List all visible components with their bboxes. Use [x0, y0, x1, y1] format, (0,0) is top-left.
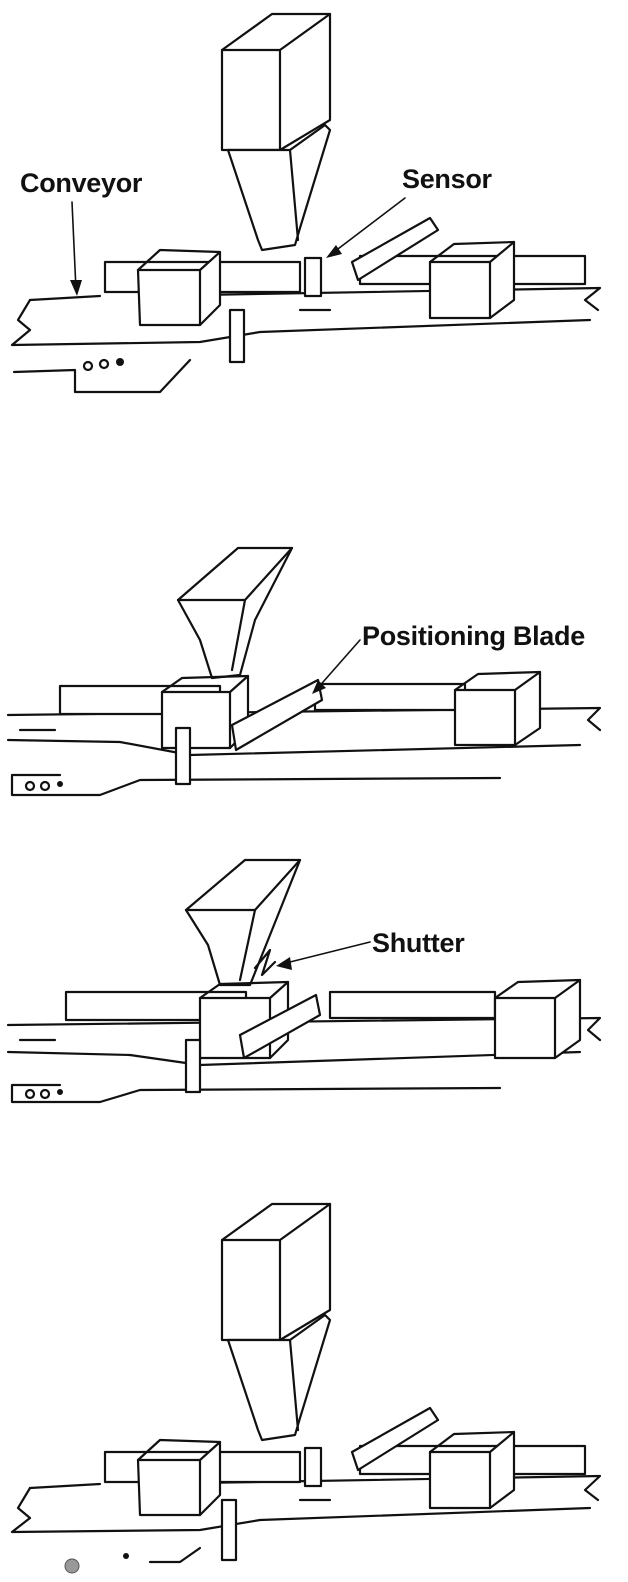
stop-post [228, 308, 246, 364]
pointer-positioning-blade [315, 639, 361, 691]
panel-2: Positioning Blade [6, 546, 602, 797]
panel-3: Shutter [6, 858, 602, 1104]
conveyor-top-edge [28, 1474, 602, 1502]
label-conveyor: Conveyor [20, 168, 143, 198]
panel-4 [10, 1202, 602, 1574]
hopper-funnel [226, 123, 332, 252]
conveyor-front-edge [10, 1486, 592, 1534]
stop-post [184, 1038, 202, 1094]
hopper-funnel [226, 1313, 332, 1442]
bracket-hole [82, 360, 94, 372]
pointer-conveyor [71, 201, 77, 291]
positioning-blade [350, 216, 440, 282]
hopper-box [220, 12, 332, 152]
pointer-sensor [329, 197, 406, 256]
bracket-hole [116, 358, 124, 366]
conveyor-front-edge [6, 738, 582, 757]
positioning-blade [350, 1406, 440, 1472]
positioning-blade [230, 678, 324, 752]
pointer-shutter [281, 941, 371, 965]
conveyor-bracket [10, 1083, 502, 1104]
container-right [453, 670, 542, 747]
stop-post [174, 726, 192, 786]
positioning-blade [238, 993, 322, 1060]
shutter [253, 948, 277, 977]
sensor [303, 256, 323, 298]
conveyor-front-edge [6, 1050, 582, 1067]
label-positioning-blade: Positioning Blade [362, 621, 585, 651]
sensor [303, 1446, 323, 1488]
label-sensor: Sensor [402, 164, 493, 194]
panel-1: Conveyor Sensor [10, 12, 602, 394]
guide-rail-right [313, 682, 467, 712]
guide-rail-right [328, 990, 497, 1020]
label-shutter: Shutter [372, 928, 465, 958]
container-right [493, 978, 582, 1060]
conveyor-bracket [10, 773, 502, 797]
hopper-box [220, 1202, 332, 1342]
conveyor-bracket [148, 1546, 202, 1564]
stop-post [220, 1498, 238, 1562]
conveyor-bracket [12, 358, 192, 394]
conveyor-front-edge [10, 298, 592, 347]
bracket-hole [98, 358, 110, 370]
